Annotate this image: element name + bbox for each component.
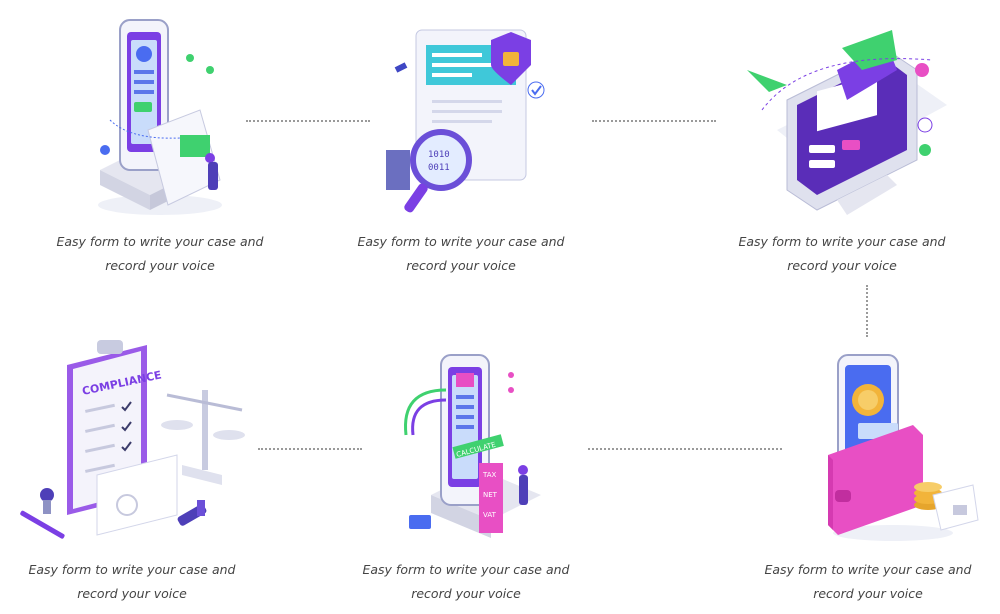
step-caption: Easy form to write your case and record … [764, 562, 972, 601]
svg-text:TAX: TAX [482, 471, 497, 479]
svg-text:NET: NET [483, 491, 498, 499]
step-caption: Easy form to write your case and record … [28, 562, 236, 601]
svg-text:VAT: VAT [483, 511, 497, 519]
connector-1-2 [246, 120, 370, 122]
svg-text:0011: 0011 [428, 163, 450, 173]
compliance-clipboard-scales-icon: COMPLIANCE [17, 335, 247, 545]
connector-4-5 [258, 448, 362, 450]
step-caption: Easy form to write your case and record … [362, 562, 570, 601]
step-caption: Easy form to write your case and record … [357, 234, 565, 273]
calculator-phone-icon: CALCULATE TAX NET VAT [401, 345, 571, 545]
step-caption: Easy form to write your case and record … [738, 234, 946, 273]
binary-text: 1010 [428, 150, 450, 160]
connector-5-6 [588, 448, 782, 450]
form-writing-phone-icon [90, 10, 240, 220]
wallet-coins-phone-icon [823, 345, 983, 545]
connector-3-6 [866, 285, 868, 337]
email-monitor-icon [747, 30, 947, 220]
connector-2-3 [592, 120, 716, 122]
security-document-magnifier-icon: 1010 0011 [376, 10, 556, 220]
step-caption: Easy form to write your case and record … [56, 234, 264, 273]
